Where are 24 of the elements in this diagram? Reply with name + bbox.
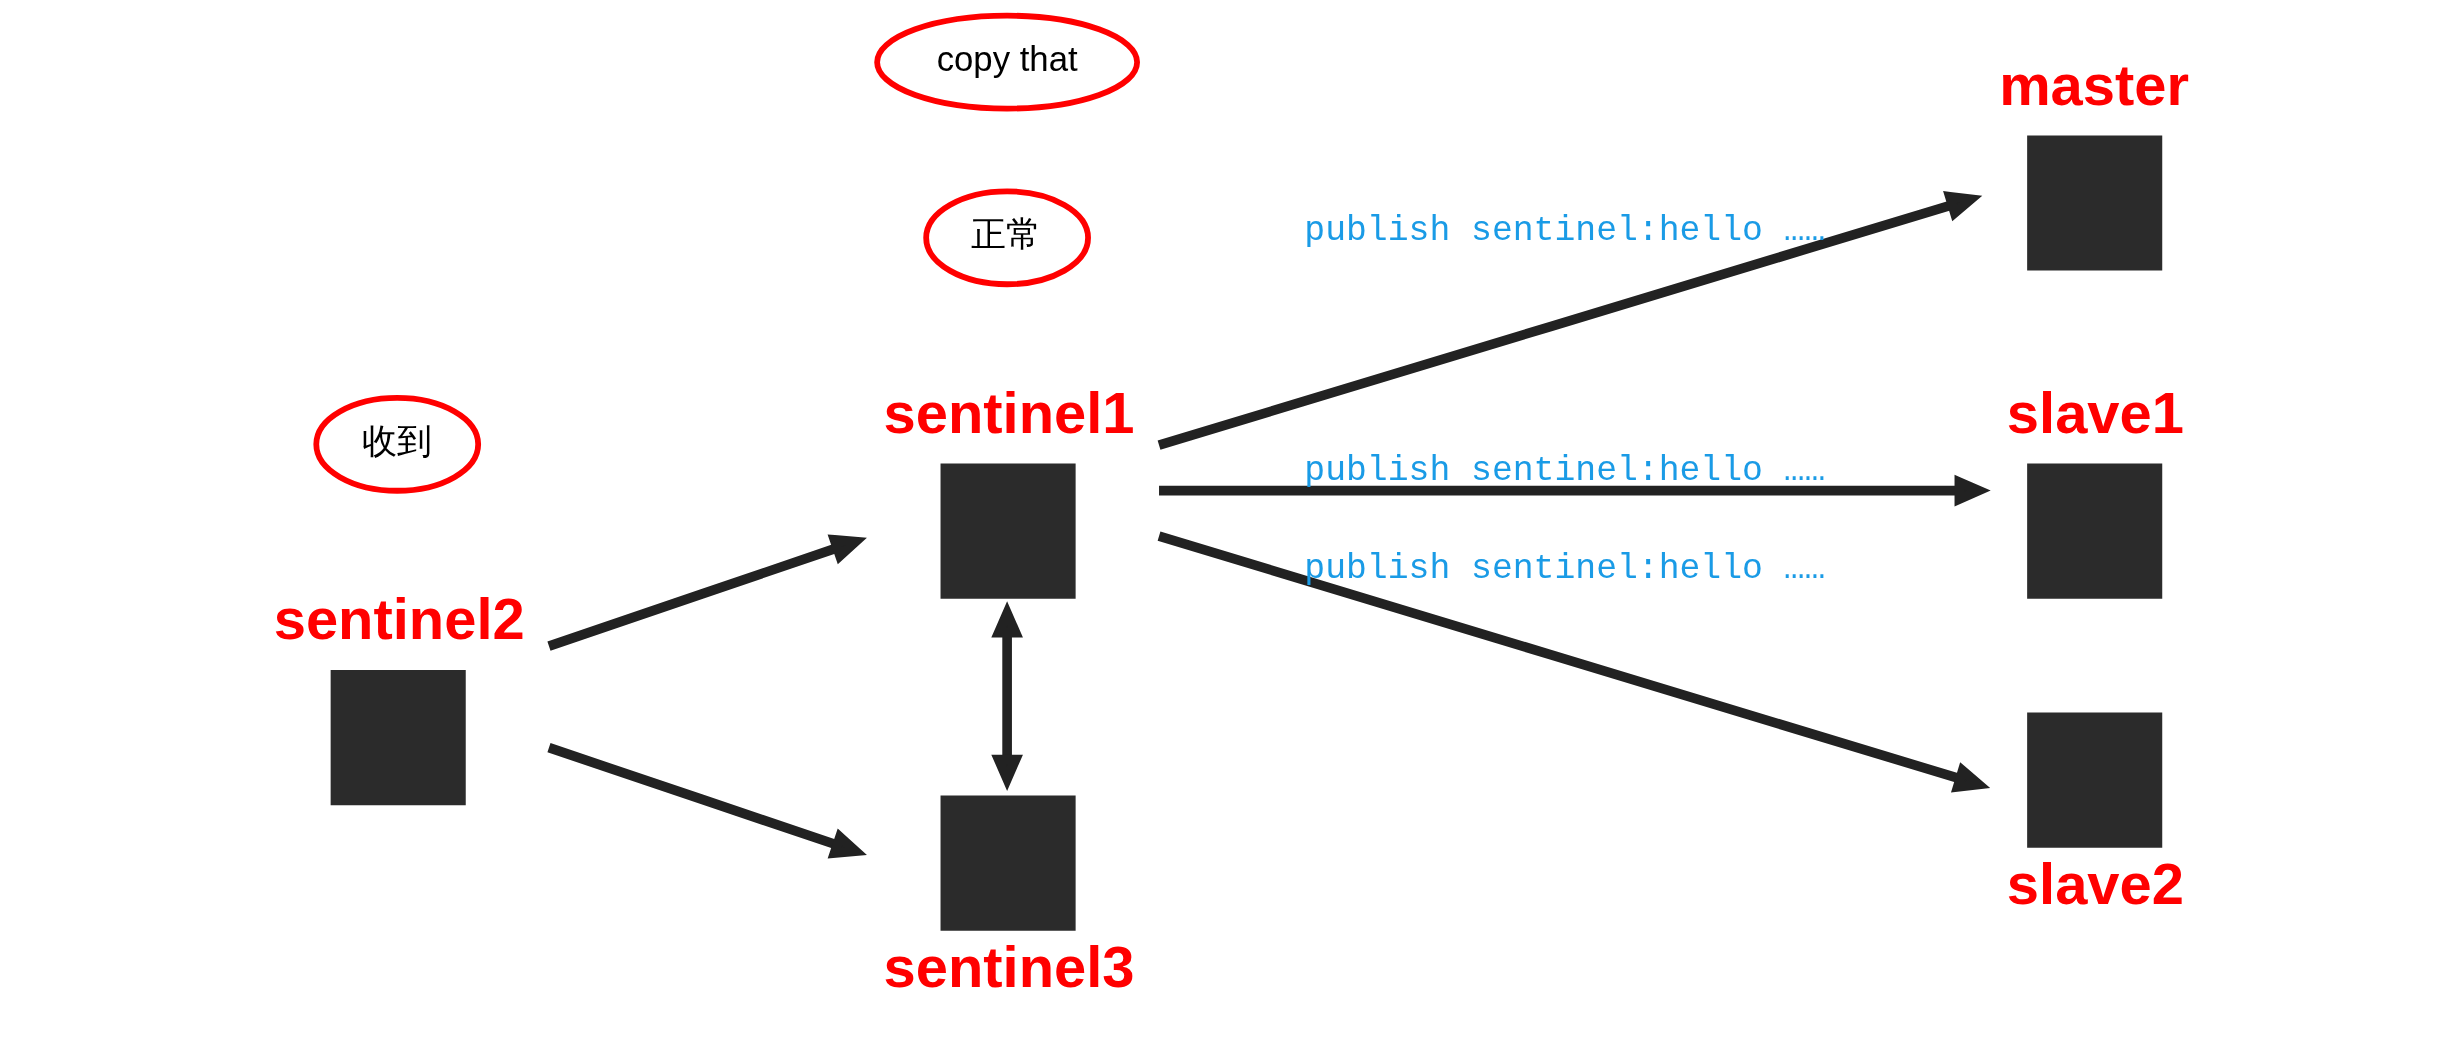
- node-label: slave2: [2006, 851, 2184, 916]
- node-box: [940, 795, 1076, 931]
- edge-label: publish sentinel:hello ……: [1304, 211, 1826, 251]
- node-box: [940, 463, 1076, 599]
- node-ellipse: 收到: [313, 394, 482, 494]
- node-ellipse: 正常: [923, 188, 1091, 288]
- node-label: sentinel3: [883, 934, 1135, 999]
- edge-label: publish sentinel:hello ……: [1304, 450, 1826, 490]
- node-ellipse: copy that: [874, 12, 1140, 112]
- arrow: [991, 601, 1023, 791]
- node-box: [330, 670, 466, 806]
- node-label: sentinel2: [273, 587, 525, 652]
- node-label: master: [1999, 52, 2190, 117]
- node-box: [2027, 463, 2163, 599]
- arrow: [1157, 191, 1983, 450]
- arrow: [547, 534, 867, 651]
- arrow: [1157, 531, 1991, 793]
- node-box: [2027, 712, 2163, 848]
- node-label: sentinel1: [883, 380, 1135, 445]
- node-box: [2027, 135, 2163, 271]
- node-label: slave1: [2006, 380, 2184, 445]
- edge-label: publish sentinel:hello ……: [1304, 549, 1826, 589]
- arrow: [547, 743, 867, 859]
- arrow: [1159, 474, 1991, 507]
